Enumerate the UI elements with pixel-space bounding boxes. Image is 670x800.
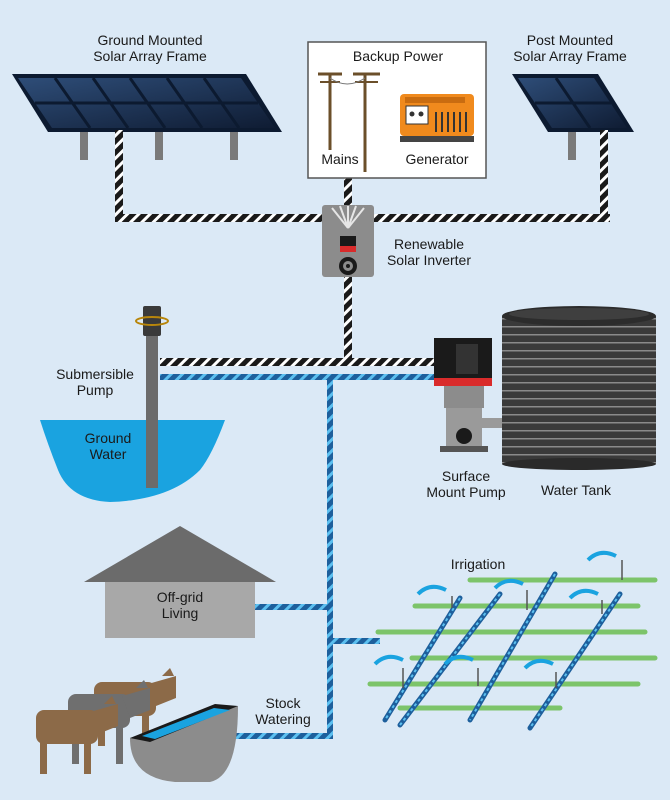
- surface-pump-label: Surface Mount Pump: [418, 468, 514, 500]
- generator-label: Generator: [405, 151, 469, 167]
- ground-water-label-line2: Water: [89, 446, 127, 462]
- generator-unit: [400, 94, 474, 142]
- mains-label: Mains: [321, 151, 359, 167]
- submersible-pump-label-line2: Pump: [76, 382, 114, 398]
- sprinkler-heads: [373, 550, 623, 688]
- water-pipes: [160, 374, 438, 739]
- ground-water-well: [40, 306, 225, 502]
- water-tank-label: Water Tank: [540, 482, 612, 498]
- inverter-label-line1: Renewable: [393, 236, 465, 252]
- livestock: [36, 668, 176, 774]
- ground-water-pool: [40, 420, 225, 502]
- power-cables: [115, 130, 610, 366]
- off-grid-house: [84, 526, 276, 638]
- array-post: [568, 130, 576, 160]
- well-casing: [146, 328, 158, 488]
- off-grid-living-label-line1: Off-grid: [156, 589, 204, 605]
- ground-array-label: Ground Mounted Solar Array Frame: [60, 32, 240, 64]
- solar-inverter: [322, 205, 374, 277]
- ground-mounted-solar-array: [12, 74, 282, 160]
- stock-watering-label-line2: Watering: [255, 711, 311, 727]
- array-leg: [80, 130, 88, 160]
- post-array-label-line1: Post Mounted: [526, 32, 614, 48]
- surface-mount-pump: [434, 338, 504, 452]
- irrigation-label: Irrigation: [450, 556, 506, 572]
- backup-power-box: [307, 41, 487, 179]
- stock-watering-label: Stock Watering: [248, 695, 318, 727]
- off-grid-living-label-line2: Living: [161, 605, 199, 621]
- stock-watering-trough: [130, 704, 238, 782]
- irrigation-field: [367, 550, 658, 731]
- cow: [36, 696, 118, 774]
- surface-pump-label-line1: Surface: [441, 468, 491, 484]
- post-array-label-line2: Solar Array Frame: [513, 48, 627, 64]
- ground-array-label-line2: Solar Array Frame: [93, 48, 207, 64]
- submersible-pump-head: [143, 306, 161, 336]
- house-roof: [84, 526, 276, 582]
- inverter-label-line2: Solar Inverter: [386, 252, 472, 268]
- ground-water-label-line1: Ground: [84, 430, 132, 446]
- surface-pump-label-line2: Mount Pump: [426, 484, 506, 500]
- water-tank: [502, 306, 656, 470]
- array-leg: [155, 130, 163, 160]
- post-mounted-solar-array: [512, 74, 634, 160]
- array-leg: [230, 130, 238, 160]
- ground-array-label-line1: Ground Mounted: [97, 32, 203, 48]
- submersible-pump-label: Submersible Pump: [42, 366, 148, 398]
- submersible-pump-label-line1: Submersible: [56, 366, 134, 382]
- off-grid-living-label: Off-grid Living: [140, 589, 220, 621]
- inverter-label: Renewable Solar Inverter: [374, 236, 484, 268]
- backup-power-label: Backup Power: [352, 48, 444, 64]
- post-array-label: Post Mounted Solar Array Frame: [490, 32, 650, 64]
- house-wall: [105, 582, 255, 638]
- ground-water-label: Ground Water: [70, 430, 146, 462]
- stock-watering-label-line1: Stock: [265, 695, 301, 711]
